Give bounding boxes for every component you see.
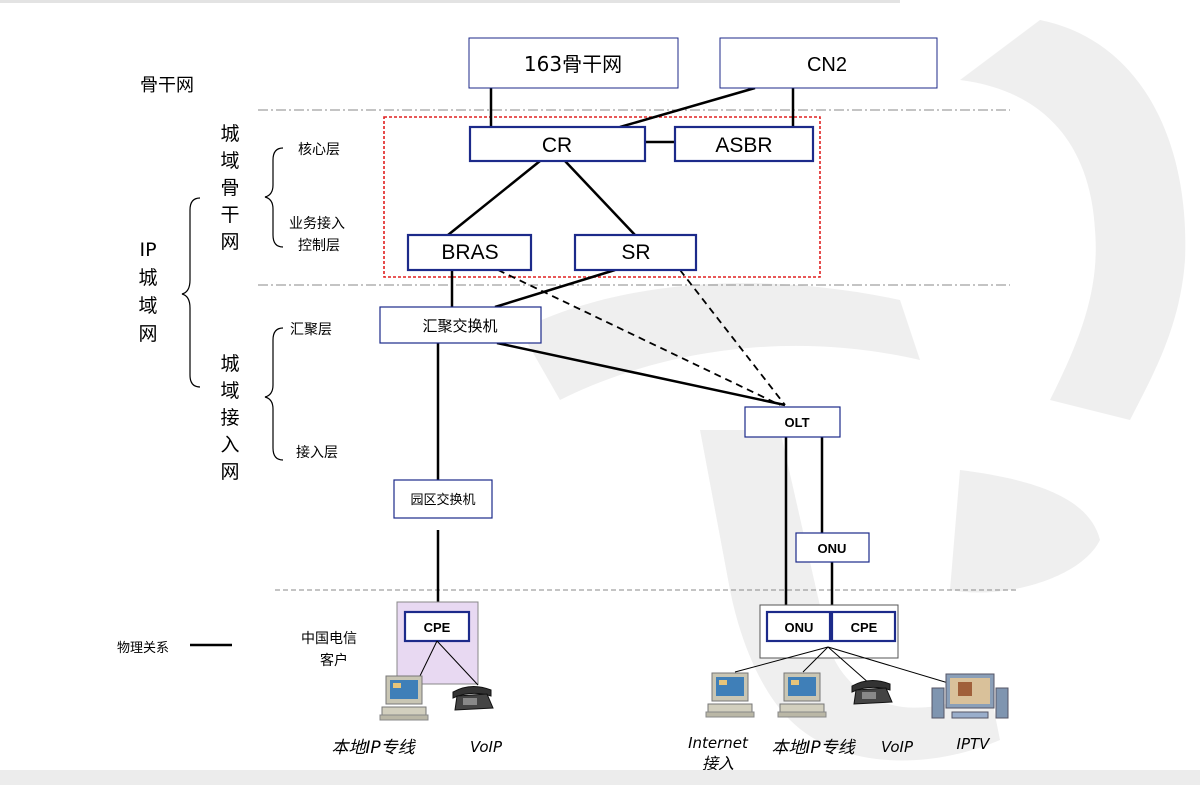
voip-left-label: VoIP	[470, 738, 503, 756]
tv-icon	[931, 673, 1009, 719]
node-sr-label: SR	[621, 241, 650, 264]
local-ip-right-label: 本地IP专线	[771, 738, 856, 758]
node-agg-label: 汇聚交换机	[422, 317, 497, 335]
pc-icon	[705, 672, 755, 718]
node-cn2-label: CN2	[807, 54, 847, 76]
vertical-label-char: 网	[220, 231, 239, 253]
core-layer-label: 核心层	[298, 142, 340, 158]
node-onu-mid-label: ONU	[818, 541, 847, 556]
link-cpe-phone-left	[436, 640, 479, 686]
node-cpe-right-label: CPE	[851, 620, 878, 635]
voip-right-label: VoIP	[881, 738, 914, 756]
link-cpe-pc-left	[417, 640, 438, 681]
backbone-label: 骨干网	[140, 75, 194, 96]
vertical-label-char: 域	[138, 295, 157, 317]
node-cn2-box	[719, 37, 938, 89]
brace-metro-backbone	[264, 147, 284, 248]
node-campus-box	[393, 479, 493, 519]
vertical-label-char: IP	[139, 239, 156, 261]
side-labels: 骨干网 核心层 业务接入 控制层 汇聚层 接入层 中国电信 客户 物理关系	[117, 75, 357, 669]
link-cr-bras	[447, 160, 541, 236]
internet-label-1: Internet	[688, 734, 749, 752]
node-campus-label: 园区交换机	[410, 492, 475, 508]
access-layer-label: 接入层	[296, 444, 338, 461]
node-bras-box	[406, 233, 533, 272]
link-cr-sr	[564, 160, 636, 236]
dashed-connections	[497, 269, 786, 406]
link-sr-olt	[679, 269, 786, 406]
vertical-label-char: 城	[138, 267, 157, 289]
service-access-label-1: 业务接入	[289, 215, 345, 232]
link-group-local-ip	[802, 646, 829, 673]
link-cn2-cr	[619, 86, 756, 129]
local-ip-left-label: 本地IP专线	[331, 738, 416, 758]
bottom-strip	[0, 770, 1200, 785]
node-onu-mid-box	[795, 532, 870, 563]
node-olt-label: OLT	[784, 415, 809, 430]
pc-icon	[777, 672, 827, 718]
vertical-label-char: 骨	[220, 177, 239, 199]
vertical-label-char: 入	[220, 434, 239, 456]
phone-icon	[452, 686, 494, 711]
node-onu-right-box	[765, 610, 832, 643]
node-asbr-box	[673, 125, 815, 163]
node-cpe-right-box	[830, 610, 897, 643]
customer-label-2: 客户	[320, 652, 348, 669]
link-group-iptv	[827, 646, 956, 686]
link-group-voip	[827, 646, 871, 685]
node-cr-label: CR	[542, 134, 572, 157]
aggregation-layer-label: 汇聚层	[290, 322, 332, 338]
node-olt-box	[744, 406, 841, 438]
link-sr-agg	[494, 268, 616, 309]
device-labels: 本地IP专线 VoIP Internet 接入 本地IP专线 VoIP IPTV	[331, 734, 991, 773]
node-asbr-label: ASBR	[715, 134, 772, 157]
ip-metro-vertical-label: IP 城域网	[138, 239, 157, 345]
vertical-label-char: 城	[220, 353, 239, 375]
vertical-label-char: 域	[220, 150, 239, 172]
brace-metro-access	[264, 327, 284, 461]
watermark-logo	[520, 20, 1186, 761]
node-cr-box	[468, 125, 647, 163]
top-strip	[0, 0, 900, 3]
link-group-internet	[734, 646, 829, 673]
device-links	[417, 640, 956, 686]
node-agg-box	[379, 306, 542, 344]
node-163-box	[468, 37, 679, 89]
iptv-label: IPTV	[957, 735, 992, 753]
vertical-label-char: 域	[220, 380, 239, 402]
node-cpe-left-label: CPE	[424, 620, 451, 635]
internet-label-2: 接入	[702, 754, 734, 773]
vertical-label-char: 网	[138, 323, 157, 345]
node-onu-right-label: ONU	[785, 620, 814, 635]
brace-ip-metro	[181, 197, 201, 388]
node-texts: 163骨干网 CN2 CR ASBR BRAS SR 汇聚交换机 OLT 园区交…	[410, 52, 877, 635]
node-sr-box	[573, 233, 698, 272]
metro-backbone-frame	[383, 116, 821, 278]
vertical-label-char: 干	[220, 204, 239, 226]
node-cpe-left-box	[403, 610, 471, 643]
vertical-label-char: 网	[220, 461, 239, 483]
node-bras-label: BRAS	[441, 241, 498, 264]
vertical-label-char: 城	[220, 123, 239, 145]
connections	[436, 86, 834, 612]
phone-icon	[851, 680, 893, 705]
braces	[181, 147, 284, 461]
node-163-label: 163骨干网	[524, 52, 622, 76]
boxes	[379, 37, 938, 685]
service-access-label-2: 控制层	[298, 238, 340, 254]
pc-icon	[379, 675, 429, 721]
customer-label-1: 中国电信	[301, 631, 357, 647]
vertical-label-char: 接	[220, 407, 239, 429]
legend-label: 物理关系	[117, 641, 169, 656]
link-agg-olt	[496, 341, 786, 407]
link-bras-olt	[497, 269, 781, 406]
